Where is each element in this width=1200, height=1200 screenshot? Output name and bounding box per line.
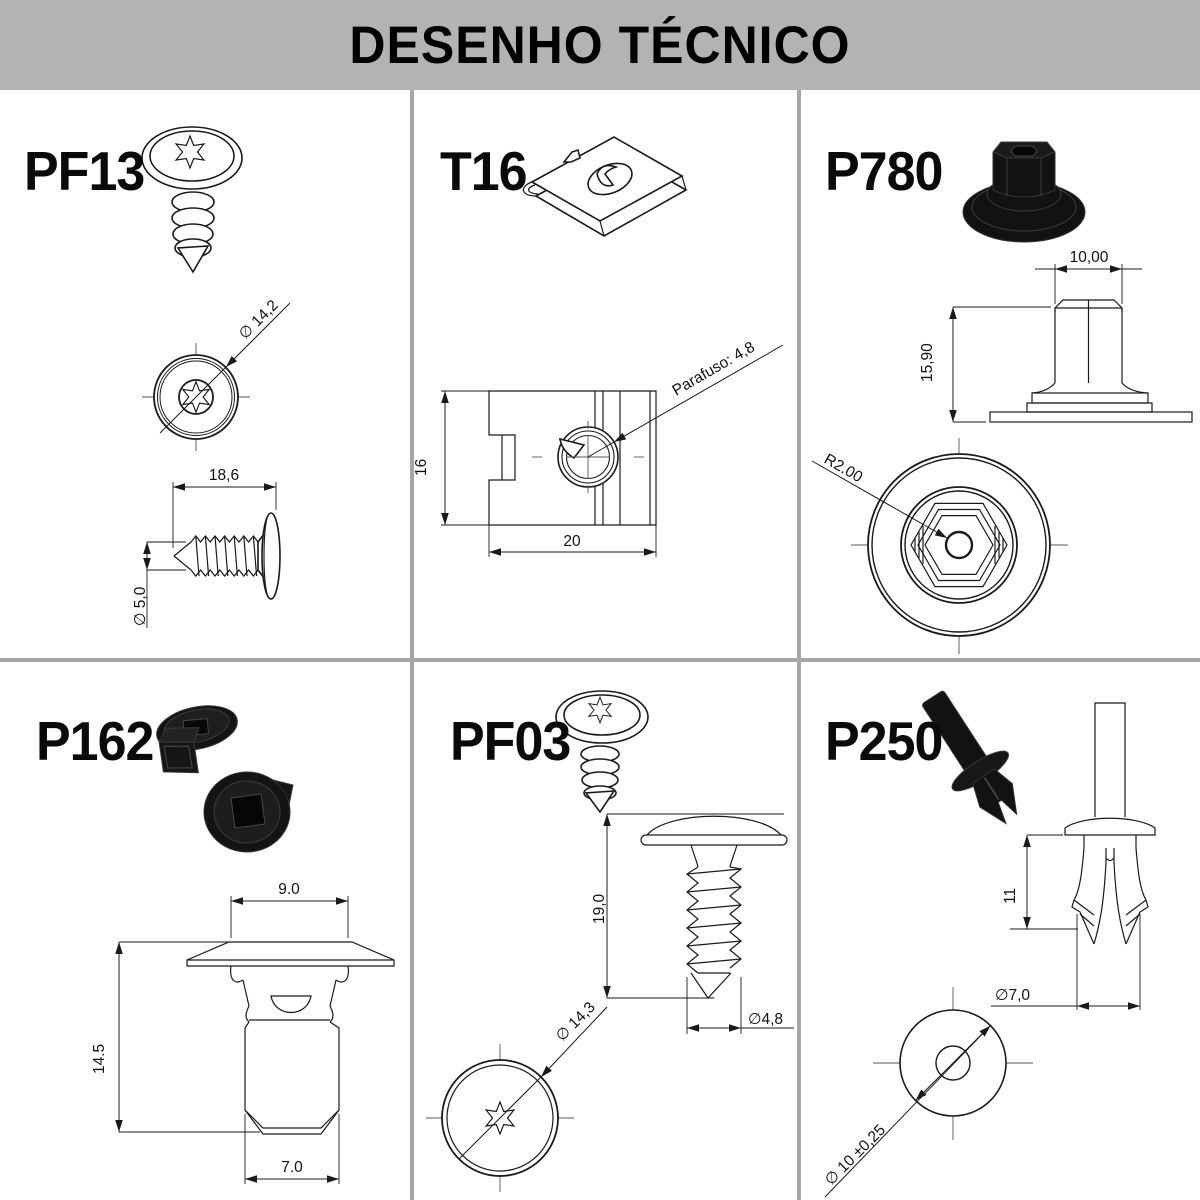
p780-3d-view	[962, 141, 1086, 243]
pf03-drawing: 19,0 ∅4,8 ∅ 14,3	[426, 690, 794, 1192]
p162-body-width-dim: 7.0	[281, 1159, 303, 1176]
part-label-pf03: PF03	[450, 711, 571, 773]
pf03-torx-top-icon	[484, 1100, 516, 1136]
pf03-length-dim: 19,0	[591, 893, 608, 924]
t16-plan-view: Parafuso: 4,8 16 20	[414, 339, 784, 557]
p780-side-view: 10,00 15,90	[919, 249, 1193, 423]
p250-leg-length-dim: 11	[1002, 888, 1019, 904]
pf13-torx-top-icon	[181, 380, 211, 414]
pf13-torx-icon	[174, 134, 206, 170]
panel-p162: 9.0 14.5 7.0 P162	[0, 662, 410, 1200]
p250-hole-diameter-dim: ∅ 10 ±0,25	[822, 1122, 889, 1189]
grid-divider-horizontal	[0, 658, 1200, 662]
panel-p250: 11 ∅7,0 ∅ 10 ±0,25 P250	[801, 662, 1200, 1200]
p162-height-dim: 14.5	[91, 1044, 108, 1074]
p250-side-view: 11 ∅7,0	[991, 702, 1156, 1010]
part-label-pf13: PF13	[24, 141, 145, 203]
pf03-top-view: ∅ 14,3	[426, 999, 608, 1192]
p162-3d-view	[156, 705, 294, 853]
pf03-torx-icon	[587, 695, 613, 725]
t16-width-dim: 20	[563, 533, 581, 550]
panel-pf13: ∅ 14,2 18,6 ∅ 5,0 PF13	[0, 90, 410, 658]
grid-divider-vertical-1	[410, 90, 414, 1200]
p250-3d-view	[922, 690, 1018, 825]
part-label-p162: P162	[36, 711, 154, 773]
panel-t16: Parafuso: 4,8 16 20 T16	[414, 90, 797, 658]
part-label-p780: P780	[825, 141, 943, 203]
pf03-head-diameter-dim: ∅ 14,3	[553, 999, 599, 1045]
pf13-top-view: ∅ 14,2	[142, 297, 291, 451]
p162-flange-width-dim: 9.0	[278, 881, 300, 898]
pf13-length-dim: 18,6	[209, 467, 239, 484]
sheet-header: DESENHO TÉCNICO	[0, 0, 1200, 90]
p162-drawing: 9.0 14.5 7.0	[91, 705, 395, 1184]
part-label-p250: P250	[825, 711, 943, 773]
part-label-t16: T16	[440, 141, 528, 203]
p780-drawing: 10,00 15,90	[811, 141, 1193, 654]
panel-p780: 10,00 15,90	[801, 90, 1200, 658]
p780-hex-width-dim: 10,00	[1070, 249, 1109, 266]
p780-height-dim: 15,90	[919, 343, 936, 382]
pf13-drawing: ∅ 14,2 18,6 ∅ 5,0	[132, 126, 291, 628]
t16-screw-note-dim: Parafuso: 4,8	[670, 339, 758, 400]
pf03-side-view: 19,0 ∅4,8	[591, 813, 794, 1034]
pf13-side-view: 18,6 ∅ 5,0	[132, 467, 281, 628]
panel-pf03: 19,0 ∅4,8 ∅ 14,3 PF03	[414, 662, 797, 1200]
grid-divider-vertical-2	[797, 90, 801, 1200]
sheet-title: DESENHO TÉCNICO	[349, 15, 851, 75]
pf03-3d-view	[555, 690, 649, 814]
p780-hole-radius-dim: R2.00	[821, 451, 866, 487]
p250-bottom-view: ∅ 10 ±0,25	[822, 987, 1033, 1198]
t16-drawing: Parafuso: 4,8 16 20	[414, 136, 784, 557]
p250-leg-diameter-dim: ∅7,0	[995, 987, 1030, 1004]
pf03-thread-diameter-dim: ∅4,8	[748, 1011, 783, 1028]
p250-drawing: 11 ∅7,0 ∅ 10 ±0,25	[822, 690, 1156, 1198]
pf13-shank-diameter-dim: ∅ 5,0	[132, 586, 149, 626]
p780-bottom-view: R2.00	[811, 438, 1068, 654]
pf13-head-diameter-dim: ∅ 14,2	[236, 297, 282, 343]
p162-side-view: 9.0 14.5 7.0	[91, 881, 395, 1184]
t16-height-dim: 16	[414, 459, 430, 476]
pf13-3d-view	[141, 126, 243, 274]
t16-3d-view	[522, 136, 688, 237]
